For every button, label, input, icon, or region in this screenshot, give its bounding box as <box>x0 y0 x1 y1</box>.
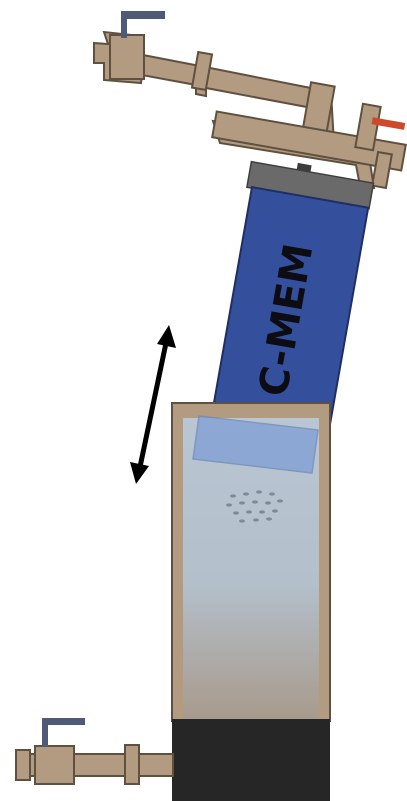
bubble <box>253 518 259 522</box>
bubble <box>226 503 232 507</box>
bubble <box>233 511 239 515</box>
top-pipe-assembly <box>93 11 407 190</box>
bubble <box>252 500 258 504</box>
tank <box>171 402 331 801</box>
top-valve-body <box>109 34 145 80</box>
bubble <box>266 517 272 521</box>
side-valve-body <box>354 102 382 152</box>
bubble <box>246 510 252 514</box>
bubble <box>239 501 245 505</box>
bubble <box>272 509 278 513</box>
bottom-valve-handle <box>42 718 85 725</box>
bubble <box>239 519 245 523</box>
arrow-head-bottom <box>130 462 149 484</box>
bubble <box>230 494 236 498</box>
bottom-pipe-assembly <box>15 718 174 785</box>
bottom-flange-right <box>124 744 140 785</box>
arrow-shaft <box>137 340 169 470</box>
submerged-module-section <box>192 415 319 474</box>
bubble <box>243 492 249 496</box>
side-valve-handle <box>371 117 406 130</box>
manifold-bar <box>211 110 407 172</box>
bubble <box>265 501 271 505</box>
bubble <box>259 510 265 514</box>
top-valve-stem <box>121 11 127 38</box>
bubble <box>269 492 275 496</box>
bottom-flange-left <box>15 749 31 781</box>
bubbles <box>226 490 283 523</box>
pipe-flange-left <box>190 50 214 92</box>
bottom-valve-stem <box>42 718 48 747</box>
double-headed-arrow-icon <box>130 325 176 484</box>
bubble <box>277 499 283 503</box>
top-valve-handle <box>121 11 165 19</box>
side-valve-stem-drop <box>370 150 394 190</box>
bottom-valve-body <box>34 745 75 785</box>
bubble <box>256 490 262 494</box>
cmem-module: C-MEM <box>207 160 375 457</box>
tank-dark-base <box>172 719 330 801</box>
arrow-head-top <box>157 325 176 348</box>
